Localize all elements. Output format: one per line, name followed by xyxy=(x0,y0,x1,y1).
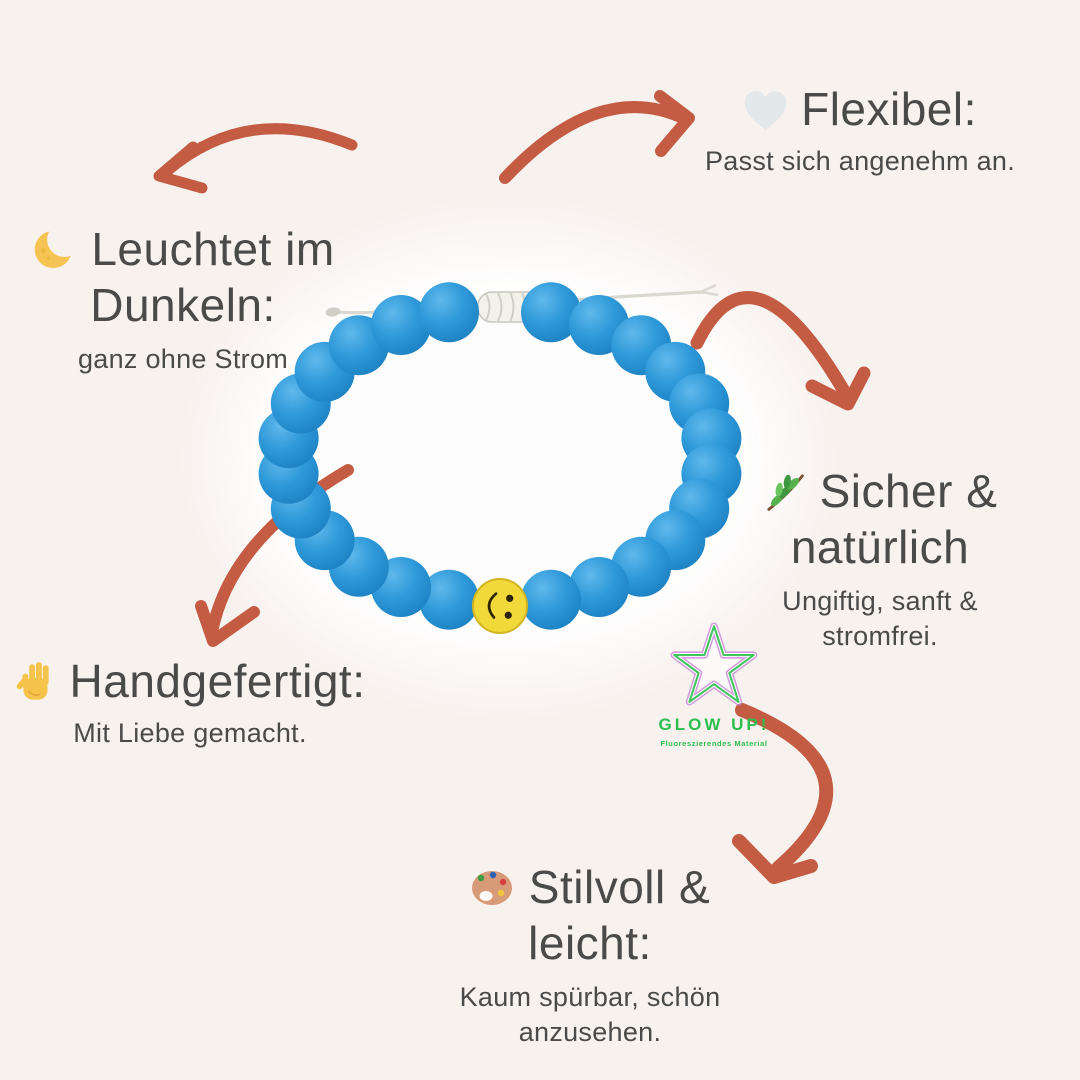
palette-icon xyxy=(470,868,516,908)
herb-icon xyxy=(763,470,807,514)
feature-handmade-desc: Mit Liebe gemacht. xyxy=(73,718,307,749)
feature-stylish-title-line2: leicht: xyxy=(528,917,652,970)
brand-tagline: Fluoreszierendes Material xyxy=(660,739,768,748)
feature-safe-natural: Sicher & natürlich Ungiftig, sanft & str… xyxy=(715,464,1045,655)
feature-handmade-title: Handgefertigt: xyxy=(69,655,366,707)
feature-flexible-desc: Passt sich angenehm an. xyxy=(704,146,1016,177)
bead-ring xyxy=(258,282,742,630)
bead xyxy=(419,569,479,630)
cord-end-bead xyxy=(325,307,341,317)
feature-safe-desc: Ungiftig, sanft & stromfrei. xyxy=(715,584,1045,655)
feature-glow-in-dark: Leuchtet im Dunkeln: ganz ohne Strom xyxy=(8,222,358,377)
cord-frayed-tip xyxy=(700,283,719,297)
feature-flexible: Flexibel: Passt sich angenehm an. xyxy=(655,82,1065,180)
glow-up-logo: GLOW UP! Fluoreszierendes Material xyxy=(638,622,790,748)
feature-glow-title-line1: Leuchtet im xyxy=(91,223,335,275)
arrowhead xyxy=(195,600,260,647)
smiley-features xyxy=(487,592,514,619)
arrow-to-stylish-feature xyxy=(732,703,834,884)
feature-glow-title-line2: Dunkeln: xyxy=(90,279,276,332)
feature-safe-desc-line1: Ungiftig, sanft & xyxy=(782,585,978,616)
neon-star-icon xyxy=(670,622,758,706)
smiley-bead-face xyxy=(472,578,528,634)
feature-handmade: Handgefertigt: Mit Liebe gemacht. xyxy=(0,654,380,752)
bead xyxy=(419,282,479,343)
bead xyxy=(569,557,629,617)
arrow-to-safe-feature xyxy=(690,291,871,411)
feature-flexible-title: Flexibel: xyxy=(801,83,977,135)
bead xyxy=(521,569,581,630)
arrowhead xyxy=(153,141,208,194)
feature-safe-desc-line2: stromfrei. xyxy=(822,621,938,652)
raised-hand-icon xyxy=(15,659,57,705)
arrow-to-flexible-feature xyxy=(499,90,695,184)
crescent-moon-icon xyxy=(31,226,79,273)
arrow-to-glow-feature xyxy=(153,123,358,194)
arrowhead xyxy=(654,90,695,157)
feature-safe-title-line2: natürlich xyxy=(790,521,970,574)
arrowhead xyxy=(732,834,818,884)
feature-stylish-desc-line2: anzusehen. xyxy=(518,1017,662,1048)
bead xyxy=(371,295,431,355)
feature-safe-title-line1: Sicher & xyxy=(819,465,998,517)
arrowhead xyxy=(805,366,871,411)
feature-stylish-title-line1: Stilvoll & xyxy=(528,861,711,913)
feature-stylish-desc: Kaum spürbar, schön anzusehen. xyxy=(395,980,785,1051)
bead xyxy=(521,282,581,343)
feature-stylish-light: Stilvoll & leicht: Kaum spürbar, schön a… xyxy=(395,860,785,1051)
smiley-bead xyxy=(472,578,528,634)
feature-glow-desc: ganz ohne Strom xyxy=(77,343,289,374)
brand-name: GLOW UP! xyxy=(658,715,770,734)
feature-stylish-desc-line1: Kaum spürbar, schön xyxy=(459,981,721,1012)
white-heart-icon xyxy=(743,89,788,131)
